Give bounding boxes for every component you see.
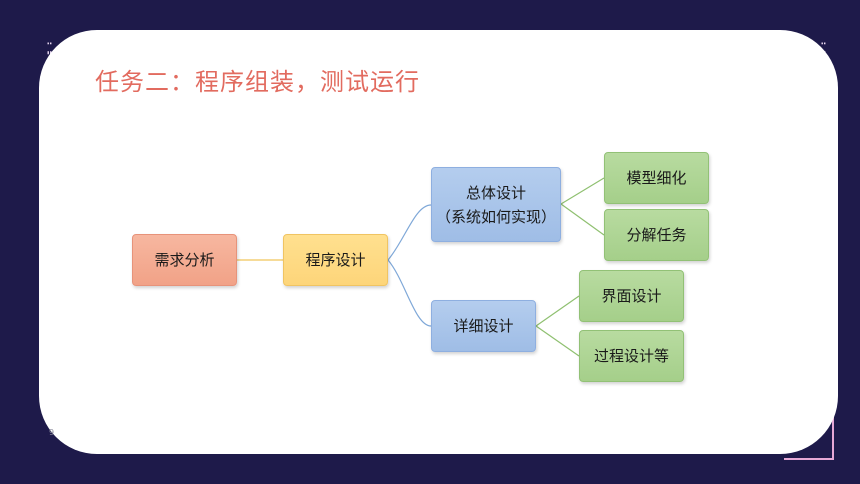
page-number: 9 xyxy=(49,428,55,437)
node-detailed-design: 详细设计 xyxy=(431,300,536,352)
link-detailed-process xyxy=(535,325,580,357)
node-ui-design: 界面设计 xyxy=(579,270,684,322)
node-overall-design-line1: 总体设计 xyxy=(465,183,526,202)
link-overall-model xyxy=(560,177,605,205)
link-program-overall xyxy=(387,204,432,261)
node-detailed-design-label: 详细设计 xyxy=(453,317,514,335)
node-process-design: 过程设计等 xyxy=(579,330,684,382)
page-title: 任务二：程序组装，测试运行 xyxy=(95,68,420,96)
node-program-design: 程序设计 xyxy=(283,234,388,286)
node-process-design-label: 过程设计等 xyxy=(593,347,669,365)
link-detailed-ui xyxy=(535,295,580,327)
node-model-refine-label: 模型细化 xyxy=(626,169,687,187)
node-model-refine: 模型细化 xyxy=(604,152,709,204)
link-overall-decompose xyxy=(560,203,605,236)
node-overall-design-line2: （系统如何实现） xyxy=(435,207,556,226)
node-requirements: 需求分析 xyxy=(132,234,237,286)
node-ui-design-label: 界面设计 xyxy=(601,287,662,305)
node-decompose-tasks: 分解任务 xyxy=(604,209,709,261)
decorative-corner-frame xyxy=(784,400,834,460)
node-overall-design: 总体设计 （系统如何实现） xyxy=(431,167,561,242)
node-requirements-label: 需求分析 xyxy=(154,251,215,269)
node-program-design-label: 程序设计 xyxy=(305,251,366,269)
link-program-detailed xyxy=(387,259,432,327)
node-decompose-tasks-label: 分解任务 xyxy=(626,226,687,244)
